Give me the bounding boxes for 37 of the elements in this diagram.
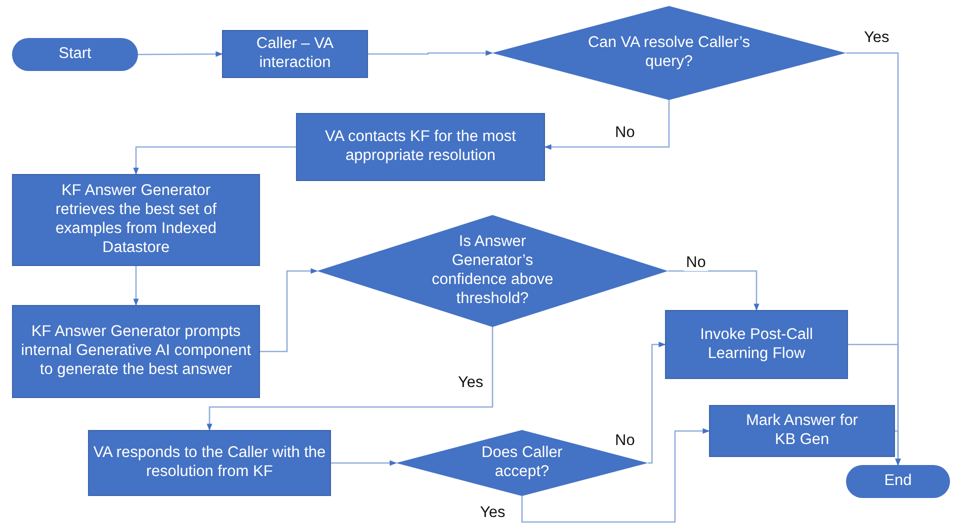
node-text: Start xyxy=(58,45,92,64)
arrow xyxy=(895,430,901,466)
arrow xyxy=(260,268,318,352)
terminal-pill xyxy=(846,465,950,498)
node-text: End xyxy=(883,472,913,491)
arrow xyxy=(133,266,139,306)
edge-label: No xyxy=(684,254,708,272)
process-box xyxy=(296,113,545,181)
node-text: Does Caller accept? xyxy=(480,444,564,482)
arrow xyxy=(133,146,296,175)
process-box xyxy=(12,305,260,398)
node-text: Mark Answer for KB Gen xyxy=(745,412,859,450)
arrow xyxy=(368,50,493,56)
process-box xyxy=(709,405,895,457)
arrow xyxy=(331,460,397,466)
node-text: Can VA resolve Caller’s query? xyxy=(587,34,751,72)
arrow xyxy=(206,327,494,431)
process-box xyxy=(88,430,331,496)
decision-diamond xyxy=(317,215,668,327)
terminal-pill xyxy=(12,38,138,71)
arrow xyxy=(138,51,223,57)
node-text: VA responds to the Caller with the resolution from KF xyxy=(92,444,327,482)
node-text: Is Answer Generator’s confidence above threshold? xyxy=(430,233,554,309)
process-box xyxy=(12,174,260,266)
decision-diamond xyxy=(396,430,648,496)
process-box xyxy=(665,310,848,379)
arrow xyxy=(668,270,760,311)
node-text: Caller – VA interaction xyxy=(255,35,335,73)
node-text: KF Answer Generator retrieves the best set of examples from Indexed Datastore xyxy=(54,182,218,258)
arrow xyxy=(521,428,710,523)
arrow xyxy=(648,342,666,464)
process-box xyxy=(222,30,368,78)
node-text: Invoke Post-Call Learning Flow xyxy=(699,326,814,364)
node-text: KF Answer Generator prompts internal Generative AI component to generate the best answer xyxy=(20,323,252,380)
node-text: VA contacts KF for the most appropriate resolution xyxy=(324,128,517,166)
decision-diamond xyxy=(492,6,846,100)
arrow xyxy=(544,100,670,150)
